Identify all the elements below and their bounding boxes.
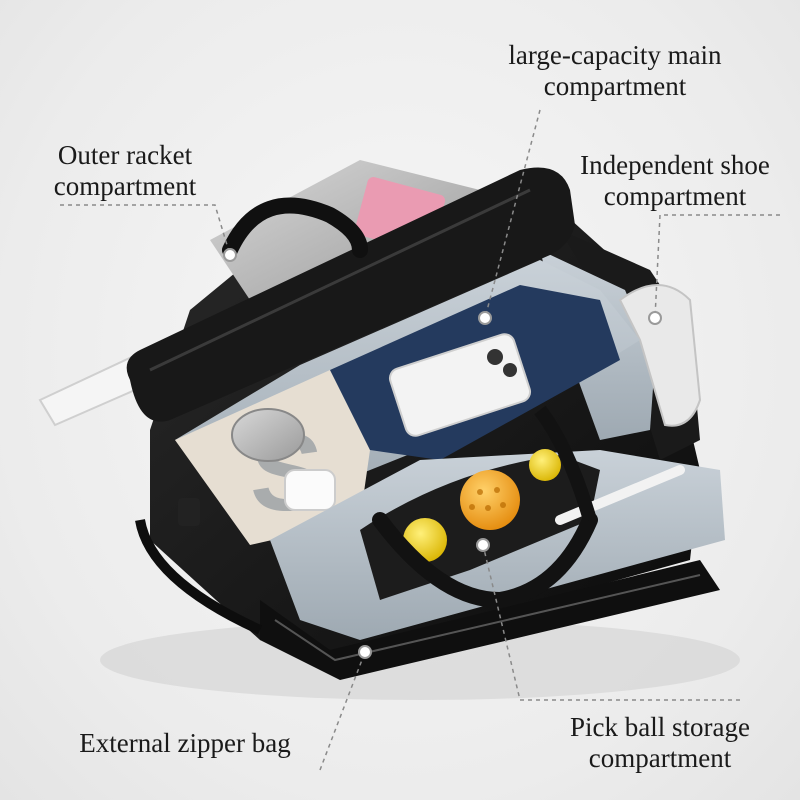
callout-dot-zipper bbox=[358, 645, 372, 659]
pickleball bbox=[529, 449, 561, 481]
callout-dot-ball bbox=[476, 538, 490, 552]
label-shoe-line2: compartment bbox=[603, 181, 747, 211]
strap-buckle bbox=[178, 498, 200, 526]
mat-highlight bbox=[149, 188, 531, 372]
callout-line-main bbox=[484, 109, 541, 319]
callout-line-zipper bbox=[319, 651, 366, 771]
label-main-compartment: large-capacity main compartment bbox=[480, 40, 750, 102]
front-handle bbox=[372, 512, 598, 609]
label-shoe-line1: Independent shoe bbox=[580, 150, 770, 180]
label-external-zipper-bag: External zipper bag bbox=[50, 728, 320, 759]
top-handle bbox=[222, 197, 368, 258]
callout-dot-shoe bbox=[648, 311, 662, 325]
callout-line-racket bbox=[60, 204, 231, 256]
earbuds-case bbox=[284, 469, 336, 511]
label-main-line1: large-capacity main bbox=[508, 40, 722, 70]
zipper-line bbox=[274, 574, 701, 662]
rolled-mat bbox=[126, 167, 576, 422]
callout-line-ball bbox=[482, 544, 740, 701]
callout-dot-main bbox=[478, 311, 492, 325]
callout-line-shoe bbox=[654, 214, 780, 319]
label-ball-storage: Pick ball storage compartment bbox=[540, 712, 780, 774]
power-bank bbox=[231, 408, 305, 462]
pickleball bbox=[460, 470, 520, 530]
shoulder-strap bbox=[135, 519, 263, 635]
callout-dot-racket bbox=[223, 248, 237, 262]
label-zipper-line1: External zipper bag bbox=[79, 728, 291, 758]
label-main-line2: compartment bbox=[543, 71, 687, 101]
callout-dots bbox=[223, 248, 662, 659]
label-racket-compartment: Outer racket compartment bbox=[30, 140, 220, 202]
callouts bbox=[60, 109, 780, 771]
label-racket-line1: Outer racket bbox=[57, 140, 193, 170]
white-rod bbox=[555, 465, 685, 525]
phone-camera bbox=[503, 363, 517, 377]
ball-holes bbox=[469, 487, 506, 511]
shoe bbox=[618, 284, 702, 427]
label-shoe-compartment: Independent shoe compartment bbox=[560, 150, 790, 212]
phone-camera bbox=[487, 349, 503, 365]
label-ball-line1: Pick ball storage bbox=[570, 712, 750, 742]
label-ball-line2: compartment bbox=[588, 743, 732, 773]
label-racket-line2: compartment bbox=[53, 171, 197, 201]
front-handle-right bbox=[534, 405, 597, 522]
